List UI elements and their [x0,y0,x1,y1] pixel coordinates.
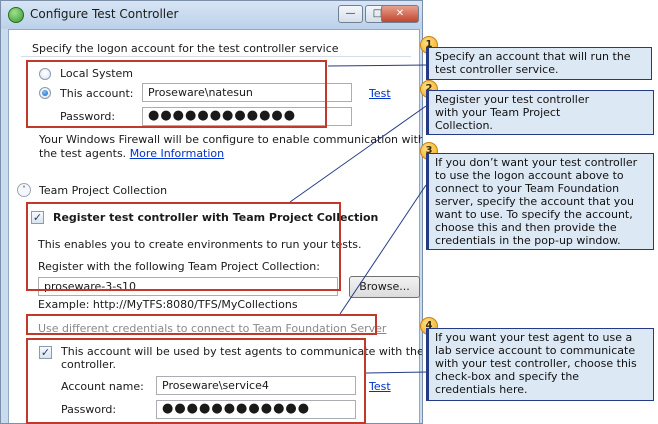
this-account-label: This account: [60,87,134,100]
annotation-box-credentials [26,314,377,335]
agent-account-text-line2: controller. [61,358,116,371]
different-credentials-link[interactable]: Use different credentials to connect to … [38,322,387,335]
more-information-link[interactable]: More Information [129,147,225,160]
callout-4-line: with your test controller, choose this [435,357,637,370]
callout-2-line: Register your test controller [435,93,590,106]
agent-account-checkbox[interactable]: ✓ [39,346,52,359]
annotation-box-logon [26,60,327,128]
tpc-section-title: Team Project Collection [39,184,168,197]
close-button[interactable]: ✕ [381,5,419,23]
local-system-label: Local System [60,67,134,80]
callout-3-line: to use the logon account above to [435,169,624,182]
callout-1-line: test controller service. [435,63,559,76]
callout-4-line: If you want your test agent to use a [435,331,633,344]
title-bar[interactable]: Configure Test Controller — □ ✕ [1,1,422,29]
app-icon [8,7,24,23]
dialog-client-area: Specify the logon account for the test c… [8,29,423,423]
callout-2-line: with your Team Project [435,106,561,119]
callout-1-line: Specify an account that will run the [435,50,631,63]
annotation-box-register [26,202,341,291]
account-name-label: Account name: [61,380,144,393]
callout-3-line: If you don’t want your test controller [435,156,638,169]
agent-password-label: Password: [61,403,117,416]
callout-4-line: credentials here. [435,383,528,396]
this-account-radio[interactable] [39,87,51,99]
agent-password-input[interactable]: ●●●●●●●●●●●● [156,400,356,419]
callout-2: Register your test controller with your … [426,90,654,135]
firewall-text-tail: the test agents. [39,147,127,160]
test-agent-link[interactable]: Test [369,380,391,393]
annotation-box-agent [26,338,366,424]
minimize-button[interactable]: — [338,5,363,23]
callout-4: If you want your test agent to use a lab… [426,328,654,401]
firewall-text: Your Windows Firewall will be configure … [39,133,423,146]
group-divider [21,56,411,57]
callout-3-line: server, specify the account that you [435,195,634,208]
password-label: Password: [60,110,116,123]
enables-text: This enables you to create environments … [38,238,362,251]
callout-3: If you don’t want your test controller t… [426,153,654,250]
callout-3-line: credentials in the pop-up window. [435,234,621,247]
callout-4-line: check-box and specify the [435,370,580,383]
account-name-input[interactable]: Proseware\service4 [156,376,356,395]
callout-1: Specify an account that will run the tes… [426,47,652,80]
window-title: Configure Test Controller [30,7,179,21]
register-with-text: Register with the following Team Project… [38,260,320,273]
firewall-text-line2: the test agents. More Information [39,147,224,160]
configure-test-controller-window: Configure Test Controller — □ ✕ Specify … [0,0,423,424]
callout-2-line: Collection. [435,119,493,132]
collapse-chevron-icon[interactable]: ˄ [17,183,31,197]
test-logon-link[interactable]: Test [369,87,391,100]
local-system-radio[interactable] [39,68,51,80]
callout-4-line: lab service account to communicate [435,344,636,357]
callout-3-line: connect to your Team Foundation [435,182,620,195]
password-input[interactable]: ●●●●●●●●●●●● [142,107,352,126]
register-tpc-label: Register test controller with Team Proje… [53,211,379,224]
browse-button[interactable]: Browse... [349,276,420,298]
account-input[interactable]: Proseware\natesun [142,83,352,102]
agent-account-text: This account will be used by test agents… [61,345,423,358]
logon-heading: Specify the logon account for the test c… [32,42,339,55]
callout-3-line: want to use. To specify the account, [435,208,633,221]
register-tpc-checkbox[interactable]: ✓ [31,211,44,224]
example-text: Example: http://MyTFS:8080/TFS/MyCollect… [38,298,298,311]
callout-3-line: choose this and then provide the [435,221,617,234]
